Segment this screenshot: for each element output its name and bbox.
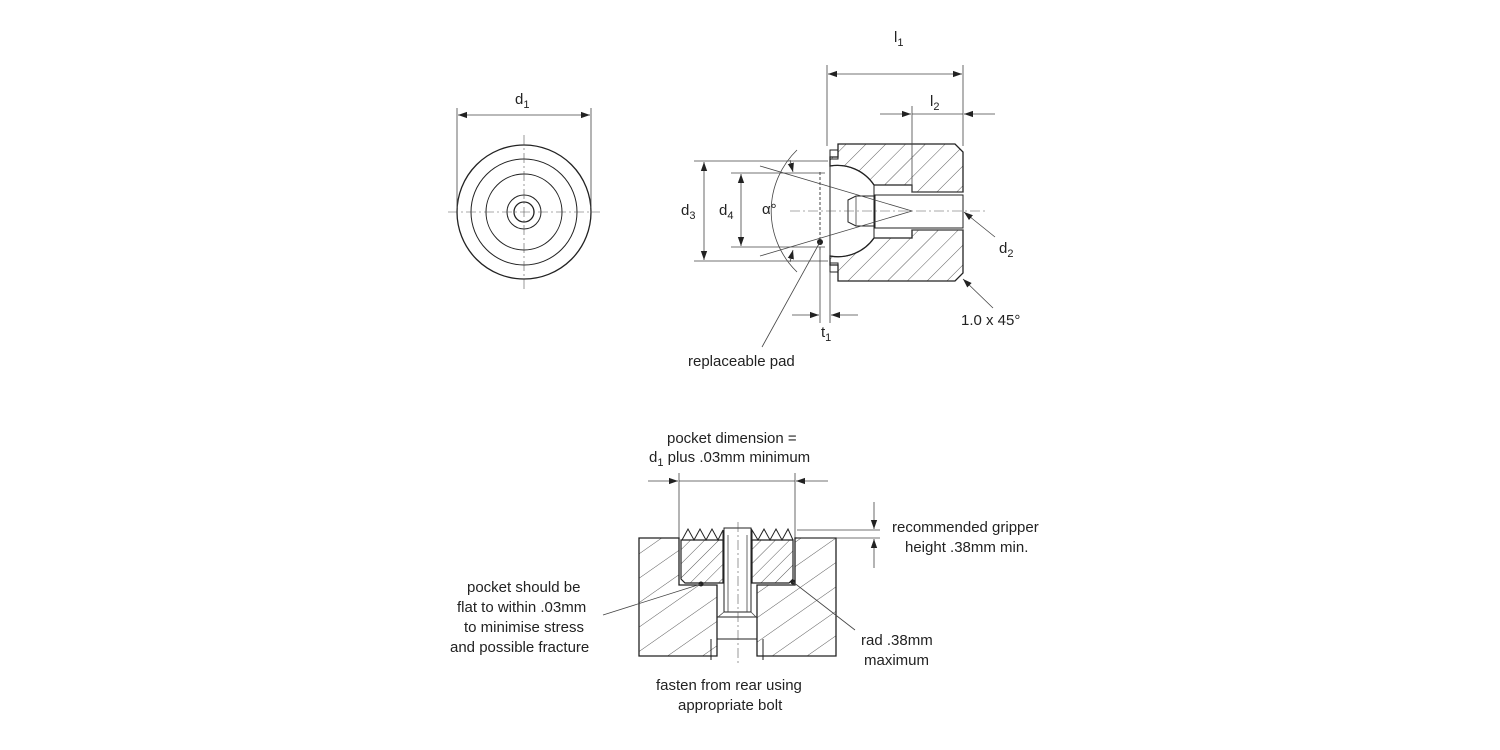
leader-rad	[792, 581, 856, 631]
mounting-view: pocket dimension = d1 plus .03mm minimum…	[450, 430, 1039, 714]
gripper-insert	[680, 539, 794, 584]
label-flat-3: to minimise stress	[464, 619, 584, 636]
label-chamfer: 1.0 x 45°	[961, 312, 1020, 329]
label-fasten-2: appropriate bolt	[678, 697, 783, 714]
label-d2: d2	[999, 240, 1013, 260]
leader-flat	[602, 583, 702, 616]
label-gripper-height-1: recommended gripper	[892, 519, 1039, 536]
base-block	[638, 537, 837, 657]
angle-arrow-top	[787, 159, 794, 173]
label-fasten-1: fasten from rear using	[656, 677, 802, 694]
label-d3: d3	[681, 202, 695, 222]
leader-pad	[761, 241, 821, 348]
threaded-bore	[874, 194, 964, 229]
label-d4: d4	[719, 202, 733, 222]
label-pocket-dimension-2: d1 plus .03mm minimum	[649, 449, 810, 469]
leader-chamfer	[962, 278, 994, 309]
pad-lip-top	[829, 149, 839, 160]
label-flat-1: pocket should be	[467, 579, 580, 596]
label-flat-4: and possible fracture	[450, 639, 589, 656]
front-view: d1	[448, 91, 600, 289]
label-flat-2: flat to within .03mm	[457, 599, 586, 616]
angle-arrow-bottom	[787, 249, 794, 263]
label-l1: l1	[894, 29, 903, 49]
bolt-head-line	[717, 611, 725, 618]
angle-line-bottom	[759, 210, 913, 257]
pad-cup	[829, 164, 875, 258]
label-t1: t1	[821, 324, 831, 344]
label-gripper-height-2: height .38mm min.	[905, 539, 1028, 556]
bolt-head	[716, 616, 758, 640]
label-rad-1: rad .38mm	[861, 632, 933, 649]
pad-lip-bottom	[829, 262, 839, 273]
angle-line-top	[759, 165, 913, 212]
bolt-shank	[723, 527, 752, 613]
bolt-head-line	[750, 611, 757, 618]
leader-d2	[963, 211, 996, 238]
gripper-body-section	[829, 143, 964, 282]
label-d1: d1	[515, 91, 529, 111]
label-l2: l2	[930, 93, 939, 113]
label-pocket-dimension-1: pocket dimension =	[667, 430, 797, 447]
gripper-teeth	[681, 527, 794, 542]
section-view: α° l1 l2 d3 d4 d2 1.0 x 45° t1	[681, 29, 1020, 370]
label-replaceable-pad: replaceable pad	[688, 353, 795, 370]
angle-arc	[770, 149, 798, 273]
label-alpha: α°	[762, 201, 777, 218]
label-rad-2: maximum	[864, 652, 929, 669]
